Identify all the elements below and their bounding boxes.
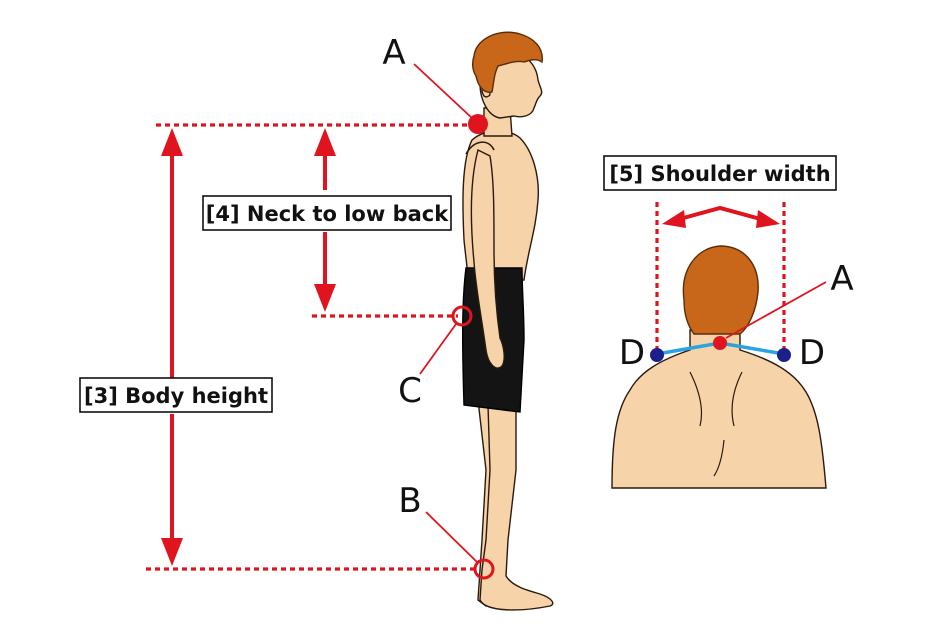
back-view-figure <box>611 245 827 489</box>
measurement-lines <box>146 123 786 571</box>
landmark-d-left <box>650 348 664 362</box>
label-body-height: [3] Body height <box>84 384 268 408</box>
leader-a-side <box>413 63 473 119</box>
neck-low-back-arrow-head-bottom <box>314 284 336 312</box>
label-shoulder-width-box: [5] Shoulder width <box>603 155 837 191</box>
body-height-arrow-head-bottom <box>161 538 183 566</box>
point-d-right: D <box>799 333 825 373</box>
label-neck-low-back-box: [4] Neck to low back <box>202 195 452 231</box>
point-b: B <box>398 481 421 521</box>
point-d-left: D <box>619 333 645 373</box>
leader-a-back <box>725 281 827 339</box>
label-body-height-box: [3] Body height <box>79 377 273 413</box>
leader-b <box>425 511 479 564</box>
neck-low-back-arrow-head-top <box>314 128 336 156</box>
leader-lines <box>413 63 827 564</box>
label-shoulder-width: [5] Shoulder width <box>609 162 830 186</box>
landmark-c <box>451 305 473 327</box>
shoulder-width-arrow-head-left <box>662 210 686 228</box>
shoulder-width-arrow-head-right <box>756 210 780 228</box>
label-neck-to-low-back: [4] Neck to low back <box>206 202 449 226</box>
side-view-figure <box>461 31 554 611</box>
point-a-side: A <box>382 33 405 73</box>
landmark-b <box>473 558 495 580</box>
landmark-a-back <box>713 336 727 350</box>
landmarks <box>451 114 791 580</box>
landmark-d-right <box>777 348 791 362</box>
point-a-back: A <box>830 259 853 299</box>
shoulder-width-arrow-shaft <box>675 205 765 222</box>
landmark-a-side <box>468 114 488 134</box>
leader-c <box>419 323 457 375</box>
body-height-arrow-head-top <box>161 128 183 156</box>
point-c: C <box>398 371 422 411</box>
